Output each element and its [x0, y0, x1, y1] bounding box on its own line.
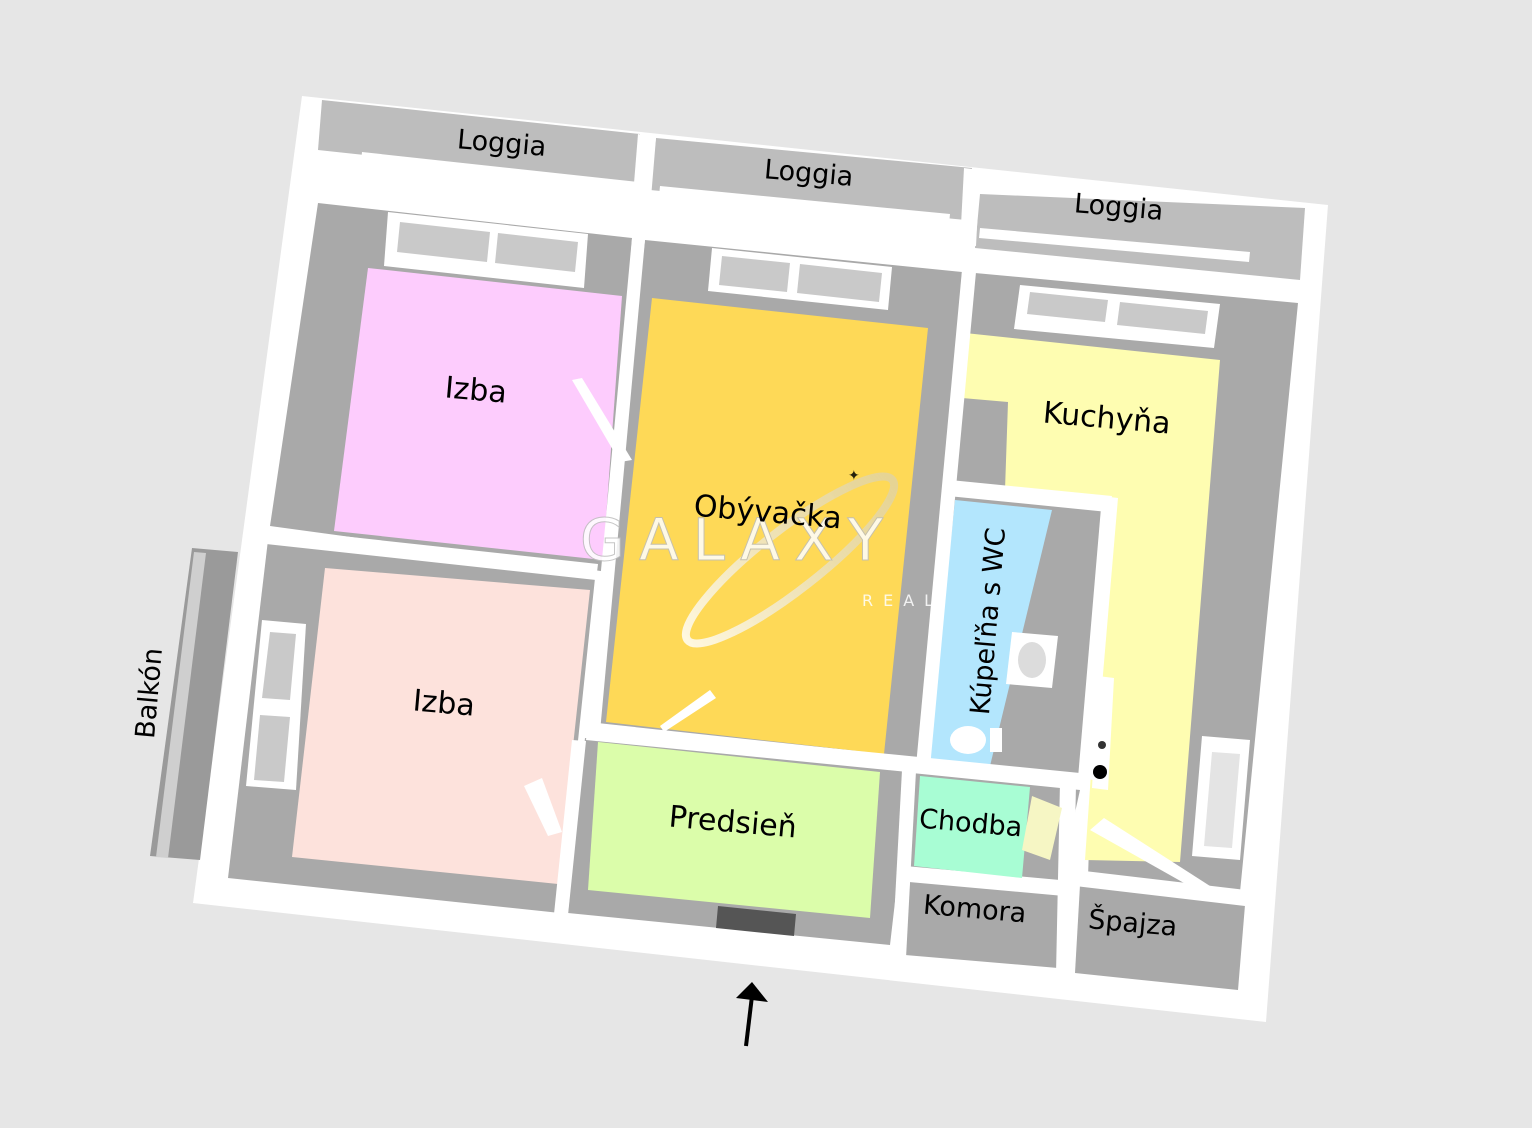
room-kuchyna	[962, 333, 1220, 862]
loggia-rail-3	[979, 228, 1250, 262]
wall-spajza-top	[1075, 870, 1246, 906]
arrow-up-icon	[736, 982, 768, 1047]
door-izba-1	[572, 378, 632, 462]
wall-predsien-izba	[554, 740, 586, 915]
wall-chodba-komora	[909, 868, 1065, 896]
door-obyvacka	[660, 690, 716, 732]
balkon-rail	[156, 552, 206, 858]
floor-komora	[905, 880, 1062, 968]
label-izba-1: Izba	[443, 370, 508, 410]
stove-icon	[1092, 676, 1114, 790]
wall-loggia-1	[632, 134, 656, 210]
wall-kupelna	[948, 480, 1112, 512]
wall-obyvacka-predsien	[586, 724, 1090, 790]
room-izba-2	[292, 568, 590, 884]
wall-izba-obyvacka	[586, 238, 645, 732]
wall-komora-spajza	[1056, 782, 1076, 975]
door-chodba	[1022, 796, 1062, 860]
wall-izba-divider	[266, 528, 598, 580]
loggia-rail-2	[659, 186, 950, 224]
room-kupelna	[928, 500, 1052, 766]
wall-predsien-chodba	[892, 770, 916, 958]
entrance-door	[716, 906, 796, 936]
sink-icon	[1006, 632, 1058, 688]
sparkle-icon: ✦	[848, 468, 860, 484]
label-spajza: Špajza	[1087, 903, 1178, 943]
wall-obyvacka-kuchyna	[916, 270, 976, 768]
floor-loggia-1	[318, 100, 640, 184]
label-balkon: Balkón	[130, 647, 169, 740]
window-obyvacka	[708, 248, 892, 310]
room-predsien	[588, 742, 880, 918]
label-izba-2: Izba	[411, 683, 476, 723]
window-izba-1	[384, 212, 588, 288]
floor-loggia-2	[650, 138, 972, 220]
loggia-rail-1	[361, 152, 638, 192]
toilet-icon	[950, 726, 1002, 754]
floor-spajza	[1075, 885, 1245, 990]
watermark-logo: GALAXY REAL ✦	[580, 468, 943, 648]
wall-kupelna-right	[1078, 496, 1118, 780]
window-izba-2	[246, 620, 306, 790]
window-kuchyna	[1014, 285, 1220, 348]
room-chodba	[914, 776, 1030, 878]
room-izba-1	[334, 268, 622, 560]
watermark-brand: GALAXY	[580, 506, 897, 574]
door-kuchyna	[1090, 818, 1210, 892]
wall-loggia-2	[960, 168, 980, 246]
sofa-icon	[1192, 736, 1250, 860]
door-izba-2	[524, 778, 562, 836]
watermark-sub: REAL	[862, 591, 943, 610]
